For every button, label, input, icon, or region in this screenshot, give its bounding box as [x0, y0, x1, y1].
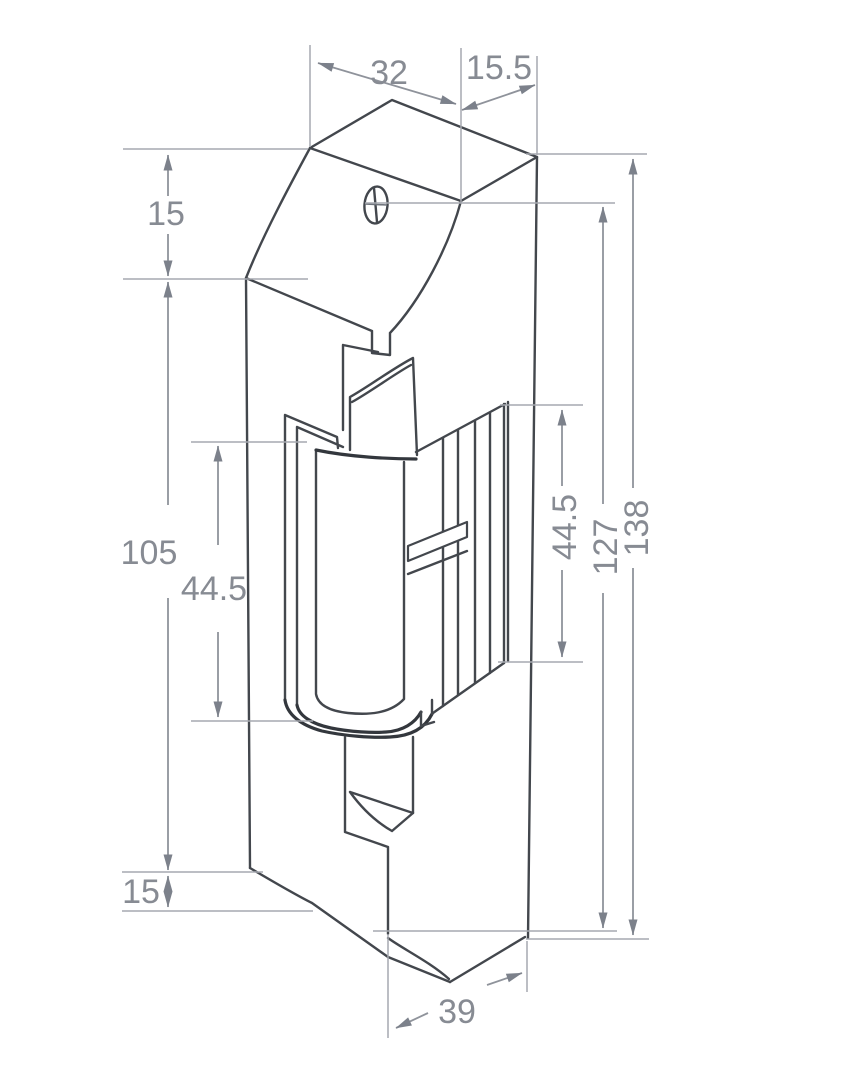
- top-flap: [244, 146, 463, 357]
- keeper-panel: [314, 448, 406, 715]
- dimension-lines: [163, 62, 638, 1029]
- dim-label-screw-to-bottom: 127: [587, 519, 625, 576]
- dim-label-left-height: 105: [121, 534, 178, 572]
- faceplate-right-edge: [526, 155, 539, 940]
- lower-dart-notch: [348, 790, 415, 833]
- dim-label-top-width: 32: [370, 54, 408, 92]
- keeper-adjust-tab: [406, 520, 469, 563]
- pocket-top-edge: [314, 448, 418, 461]
- dim-line-15-5: [461, 84, 536, 111]
- dim-label-bottom-width: 39: [438, 993, 476, 1031]
- bottom-edges: [248, 866, 527, 984]
- faceplate-left-edge: [244, 276, 252, 870]
- dim-label-upper-left: 15: [147, 195, 185, 233]
- dim-label-pocket-left: 44.5: [181, 570, 247, 608]
- dim-label-overall-height: 138: [618, 500, 656, 557]
- dim-line-32: [317, 62, 457, 105]
- top-face: [308, 98, 539, 203]
- lower-faceplate: [343, 735, 415, 936]
- screw-head-icon: [363, 185, 389, 225]
- pocket-lip: [283, 698, 434, 739]
- dim-label-pocket-right: 44.5: [546, 494, 584, 560]
- dimension-labels: 32 15.5 15 105 44.5 44.5 127 138 15 39: [121, 49, 656, 1031]
- strike-body-outline: [244, 98, 539, 984]
- pocket-frame: [283, 413, 345, 707]
- upper-notch: [341, 343, 380, 432]
- dim-label-lower-left: 15: [122, 873, 160, 911]
- extension-lines: [122, 45, 649, 1038]
- keeper-jaw: [348, 356, 419, 457]
- pocket-right-jamb: [406, 400, 510, 715]
- dim-line-39: [395, 1012, 429, 1029]
- dim-label-top-offset: 15.5: [466, 49, 532, 87]
